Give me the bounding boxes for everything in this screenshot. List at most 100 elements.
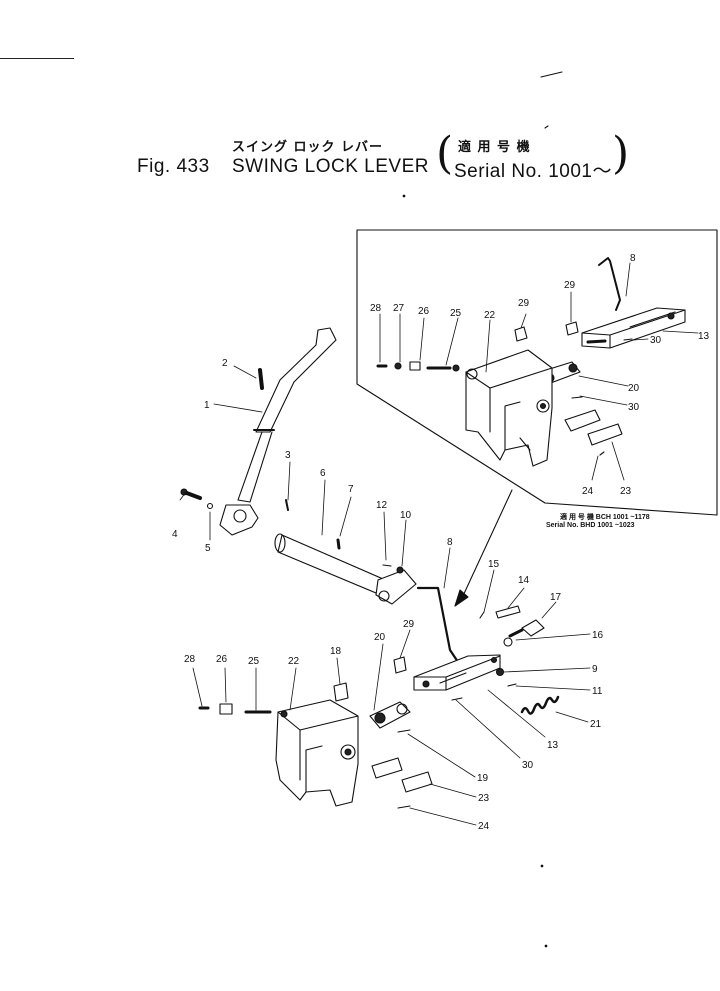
inset-frame bbox=[356, 229, 718, 516]
inset-cotter bbox=[623, 338, 633, 341]
pin-3 bbox=[285, 499, 289, 511]
callout-inset-13: 13 bbox=[698, 331, 710, 342]
callout-20: 20 bbox=[374, 632, 386, 643]
cotter-12 bbox=[382, 564, 392, 567]
pin-23-b bbox=[401, 771, 433, 793]
callout-18: 18 bbox=[330, 646, 342, 657]
pin-29 bbox=[393, 656, 407, 674]
header-rule bbox=[0, 58, 74, 59]
callout-1: 1 bbox=[204, 400, 210, 411]
callout-26: 26 bbox=[216, 654, 228, 665]
inset-pin-23 bbox=[564, 409, 623, 446]
callout-inset-29: 29 bbox=[518, 298, 530, 309]
figure-label: Fig. 433 bbox=[137, 156, 210, 177]
lever-handle bbox=[219, 327, 337, 536]
callout-29: 29 bbox=[403, 619, 415, 630]
lever-shaft bbox=[274, 533, 417, 605]
figure-title: SWING LOCK LEVER bbox=[232, 156, 429, 177]
inset-bent-rod bbox=[598, 257, 621, 311]
inset-pin-29-lower bbox=[514, 326, 528, 342]
close-paren: ) bbox=[612, 128, 630, 179]
cotter-15 bbox=[479, 611, 485, 619]
callout-4: 4 bbox=[172, 529, 178, 540]
lever-grip-pin bbox=[258, 368, 264, 390]
callout-13: 13 bbox=[547, 740, 559, 751]
pin-23-a bbox=[371, 757, 403, 779]
stray-mark bbox=[540, 71, 563, 78]
inset-pin-29-upper bbox=[565, 321, 579, 336]
callout-8: 8 bbox=[447, 537, 453, 548]
inset-leaders bbox=[379, 262, 699, 481]
lever-plate bbox=[413, 654, 501, 691]
callout-5: 5 bbox=[205, 543, 211, 554]
callout-28: 28 bbox=[184, 654, 196, 665]
callout-inset-28: 28 bbox=[370, 303, 382, 314]
callout-inset-24: 24 bbox=[582, 486, 594, 497]
inset-cotter bbox=[599, 451, 605, 456]
callout-10: 10 bbox=[400, 510, 412, 521]
callout-3: 3 bbox=[285, 450, 291, 461]
link-plate bbox=[369, 701, 411, 729]
callout-6: 6 bbox=[320, 468, 326, 479]
callout-inset-23: 23 bbox=[620, 486, 632, 497]
callout-17: 17 bbox=[550, 592, 562, 603]
inset-cotter bbox=[571, 396, 583, 399]
callout-25: 25 bbox=[248, 656, 260, 667]
callout-inset-8: 8 bbox=[630, 253, 636, 264]
stray-dot bbox=[540, 864, 544, 868]
inset-bracket bbox=[465, 349, 553, 467]
cotter-24 bbox=[397, 805, 411, 809]
callout-inset-29: 29 bbox=[564, 280, 576, 291]
callout-14: 14 bbox=[518, 575, 530, 586]
bolt-and-washer bbox=[180, 488, 214, 510]
title-japanese: スイング ロック レバー bbox=[232, 140, 384, 155]
inset-serial-line1: 適 用 号 機 BCH 1001 ~1178 bbox=[560, 514, 650, 521]
inset-arrow bbox=[454, 489, 513, 607]
nut-9 bbox=[495, 667, 505, 677]
callout-inset-30: 30 bbox=[650, 335, 662, 346]
main-leaders bbox=[179, 365, 591, 826]
bent-rod bbox=[416, 586, 460, 664]
callout-23: 23 bbox=[478, 793, 490, 804]
callout-inset-22: 22 bbox=[484, 310, 496, 321]
adjust-bolt bbox=[503, 619, 545, 647]
callout-inset-30: 30 bbox=[628, 402, 640, 413]
stray-dot bbox=[402, 194, 406, 198]
callout-inset-20: 20 bbox=[628, 383, 640, 394]
pin-14 bbox=[495, 605, 521, 619]
stray-mark bbox=[544, 125, 549, 129]
pin-7 bbox=[336, 538, 341, 550]
callout-24: 24 bbox=[478, 821, 490, 832]
callout-11: 11 bbox=[592, 686, 603, 697]
callout-inset-26: 26 bbox=[418, 306, 430, 317]
callout-inset-27: 27 bbox=[393, 303, 405, 314]
spring bbox=[520, 695, 560, 715]
serial-range: Serial No. 1001～ bbox=[454, 161, 612, 182]
callout-9: 9 bbox=[592, 664, 598, 675]
serial-japanese: 適 用 号 機 bbox=[458, 140, 531, 155]
callout-7: 7 bbox=[348, 484, 354, 495]
nut-10 bbox=[396, 566, 404, 574]
open-paren: ( bbox=[436, 128, 454, 179]
cotter-30 bbox=[451, 697, 463, 701]
callout-19: 19 bbox=[477, 773, 489, 784]
small-parts bbox=[198, 703, 272, 715]
callout-inset-25: 25 bbox=[450, 308, 462, 319]
callout-labels: 8 29 29 13 30 28 27 26 25 22 20 30 24 23… bbox=[172, 253, 710, 832]
inset-small-parts bbox=[376, 361, 478, 380]
callout-22: 22 bbox=[288, 656, 300, 667]
cotter-11 bbox=[507, 683, 517, 687]
callout-21: 21 bbox=[590, 719, 602, 730]
callout-30: 30 bbox=[522, 760, 534, 771]
callout-15: 15 bbox=[488, 559, 500, 570]
cotter-19 bbox=[397, 729, 411, 733]
callout-2: 2 bbox=[222, 358, 228, 369]
bracket bbox=[275, 699, 359, 807]
callout-12: 12 bbox=[376, 500, 388, 511]
inset-serial-line2: Serial No. BHD 1001 ~1023 bbox=[546, 522, 635, 529]
inset-lever-plate bbox=[581, 307, 686, 349]
callout-16: 16 bbox=[592, 630, 604, 641]
pin-18 bbox=[333, 682, 349, 702]
